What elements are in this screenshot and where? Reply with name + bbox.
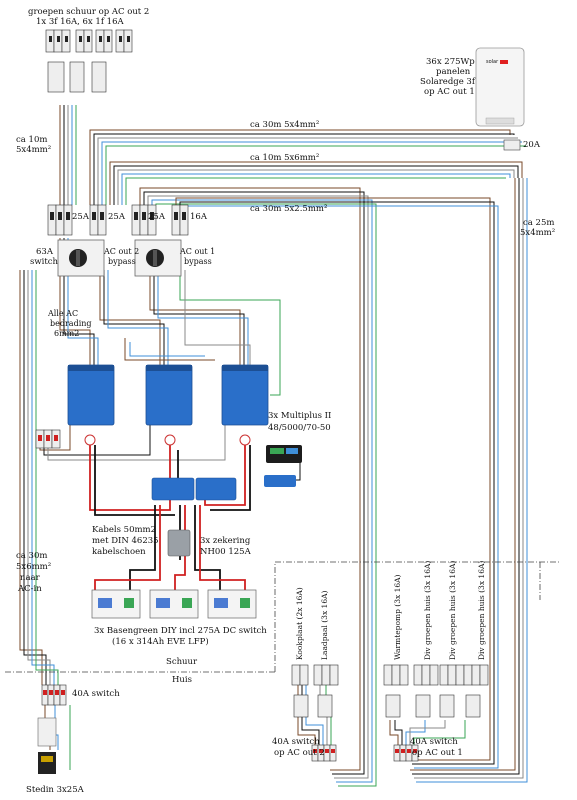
switch40-out2-label-2: op AC out 2 [274, 748, 325, 758]
out1-group-label-div-3: Div groepen huis (3x 16A) [477, 561, 486, 660]
multiplus-1 [67, 364, 115, 426]
labels: groepen schuur op AC out 2 1x 3f 16A, 6x… [16, 7, 555, 795]
bypass-switch-out1[interactable] [134, 239, 182, 277]
out2-group-label-kookplaat: Kookplaat (2x 16A) [295, 587, 304, 660]
schuur-breaker-group [45, 29, 133, 93]
ac-out2-bypass-label-1: AC out 2 [103, 247, 139, 256]
ca25m-label-2: 5x4mm² [520, 228, 555, 238]
solaredge-logo-text: solar [486, 59, 499, 65]
switch63-label-2: switch [30, 257, 59, 267]
stedin-connection [38, 752, 56, 774]
switch40-label: 40A switch [72, 689, 120, 699]
kabels-label-1: Kabels 50mm2 [92, 525, 156, 535]
ca30m-ac-label-1: ca 30m [16, 551, 47, 561]
dc-switches[interactable] [84, 434, 251, 446]
ca10m-label-1: ca 10m [16, 135, 47, 145]
ca30m-5x25-label: ca 30m 5x2.5mm² [250, 204, 327, 214]
battery-1 [91, 589, 141, 619]
multiplus-label-2: 48/5000/70-50 [268, 423, 331, 433]
wire-bundle-30m-5x4 [89, 129, 526, 205]
kabels-label-2: met DIN 46235 [92, 536, 159, 546]
out1-group-label-div-1: Div groepen huis (3x 16A) [423, 561, 432, 660]
switch40-out1-label-1: 40A switch [410, 737, 458, 747]
breaker-label-16a: 16A [190, 212, 208, 222]
cerbo-gx [264, 475, 296, 487]
battery-3 [207, 589, 257, 619]
lynx-distributor [151, 477, 237, 501]
gx-touch-display [266, 445, 302, 463]
solar-label-4: op AC out 1 [424, 87, 475, 97]
out1-group-label-div-2: Div groepen huis (3x 16A) [448, 561, 457, 660]
breaker-label-25a-2: 25A [108, 212, 126, 222]
kabels-label-3: kabelschoen [92, 547, 146, 557]
multiplus-2 [145, 364, 193, 426]
solar-label-1: 36x 275Wp [426, 57, 475, 67]
ca30m-ac-label-3: naar [20, 573, 41, 583]
out1-group-breakers [383, 664, 489, 718]
nh00-fuse-box [167, 529, 191, 557]
basengreen-label-2: (16 x 314Ah EVE LFP) [112, 636, 209, 647]
energy-meter [37, 717, 57, 747]
solar-label-3: Solaredge 3f [420, 77, 476, 87]
ca30m-ac-label-4: AC-in [17, 584, 42, 594]
wire-bundle-out1-groups [389, 720, 466, 745]
alle-ac-label-2: bedrading [50, 319, 92, 328]
switch40-out2-label-1: 40A switch [272, 737, 320, 747]
switch63-label-1: 63A [36, 247, 54, 257]
ca25m-label-1: ca 25m [523, 218, 554, 228]
dc-cables [89, 445, 251, 590]
out1-group-label-warmtepomp: Warmtepomp (3x 16A) [393, 574, 402, 660]
breaker-label-25a-1: 25A [72, 212, 90, 222]
wire-bundle-schuur-groups [59, 105, 77, 205]
wire-bundle-25m-right [410, 178, 528, 783]
ac-out1-bypass-label-1: AC out 1 [179, 247, 215, 256]
solar-label-2: panelen [436, 67, 471, 77]
wire-bundle-ac-in [19, 270, 226, 685]
main-breaker-toggles [50, 212, 186, 220]
alle-ac-label-1: Alle AC [47, 309, 78, 318]
huis-label: Huis [172, 675, 192, 685]
alle-ac-label-3: 6mm2 [54, 329, 79, 338]
basengreen-label-1: 3x Basengreen DIY incl 275A DC switch [94, 626, 267, 636]
breaker-label-25a-3: 25A [148, 212, 166, 222]
ca10m-label-2: 5x4mm² [16, 145, 51, 155]
zone-separator [5, 561, 560, 673]
bypass-switch-out2[interactable] [57, 239, 105, 277]
schuur-groups-label-1: groepen schuur op AC out 2 [28, 7, 149, 17]
stedin-label: Stedin 3x25A [26, 785, 85, 795]
schuur-groups-label-2: 1x 3f 16A, 6x 1f 16A [36, 17, 124, 27]
ca30m-5x4-label: ca 30m 5x4mm² [250, 120, 319, 130]
ca30m-ac-label-2: 5x6mm² [16, 562, 51, 572]
zekering-label-1: 3x zekering [200, 536, 251, 546]
ca10m-5x6-label: ca 10m 5x6mm² [250, 153, 319, 163]
zekering-label-2: NH00 125A [200, 547, 252, 557]
wires [19, 105, 528, 787]
amp-20a-label: 20A [523, 140, 541, 150]
ac-out2-bypass-label-2: bypass [108, 257, 136, 266]
out2-group-breakers [291, 664, 339, 718]
solaredge-inverter: solar [475, 47, 525, 151]
wire-bundle-10m-5x6 [109, 161, 523, 205]
wire-bundle-ac-internal [59, 238, 281, 396]
ac-out1-bypass-label-2: bypass [184, 257, 212, 266]
wire-bundle-30m-5x25 [139, 187, 377, 787]
schuur-label: Schuur [166, 657, 198, 667]
multiplus-label-1: 3x Multiplus II [268, 411, 331, 421]
multiplus-3 [221, 364, 269, 426]
out2-group-label-laadpaal: Laadpaal (3x 16A) [320, 590, 329, 660]
switch40-out1-label-2: op AC out 1 [412, 748, 463, 758]
battery-2 [149, 589, 199, 619]
